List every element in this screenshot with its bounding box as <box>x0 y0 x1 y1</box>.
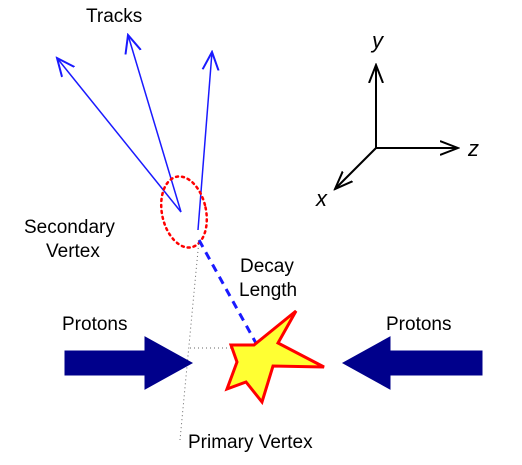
tracks-group <box>57 35 212 231</box>
protons-right-label: Protons <box>386 314 451 335</box>
coordinate-axes: y z x <box>315 28 479 211</box>
decay-length-line <box>197 239 259 346</box>
secondary-vertex-label-line2: Vertex <box>46 241 100 262</box>
protons-left-label: Protons <box>62 314 127 335</box>
star-burst-icon <box>224 309 325 406</box>
proton-arrow-left <box>64 336 194 390</box>
x-axis <box>335 147 377 189</box>
decay-length-label-line1: Decay <box>240 256 294 277</box>
decay-length-label-line2: Length <box>239 280 297 301</box>
x-axis-label: x <box>315 186 328 211</box>
z-axis-label: z <box>467 136 479 161</box>
track-right <box>197 52 212 231</box>
primary-vertex-label: Primary Vertex <box>188 432 313 453</box>
track-left <box>57 58 182 213</box>
guide-lines <box>179 239 238 441</box>
track-middle <box>128 35 182 213</box>
secondary-vertex-label-line1: Secondary <box>24 217 115 238</box>
secondary-vertex-ellipse <box>159 175 209 249</box>
proton-arrow-right <box>341 336 483 390</box>
y-axis-label: y <box>370 28 385 53</box>
tracks-label: Tracks <box>86 6 142 27</box>
